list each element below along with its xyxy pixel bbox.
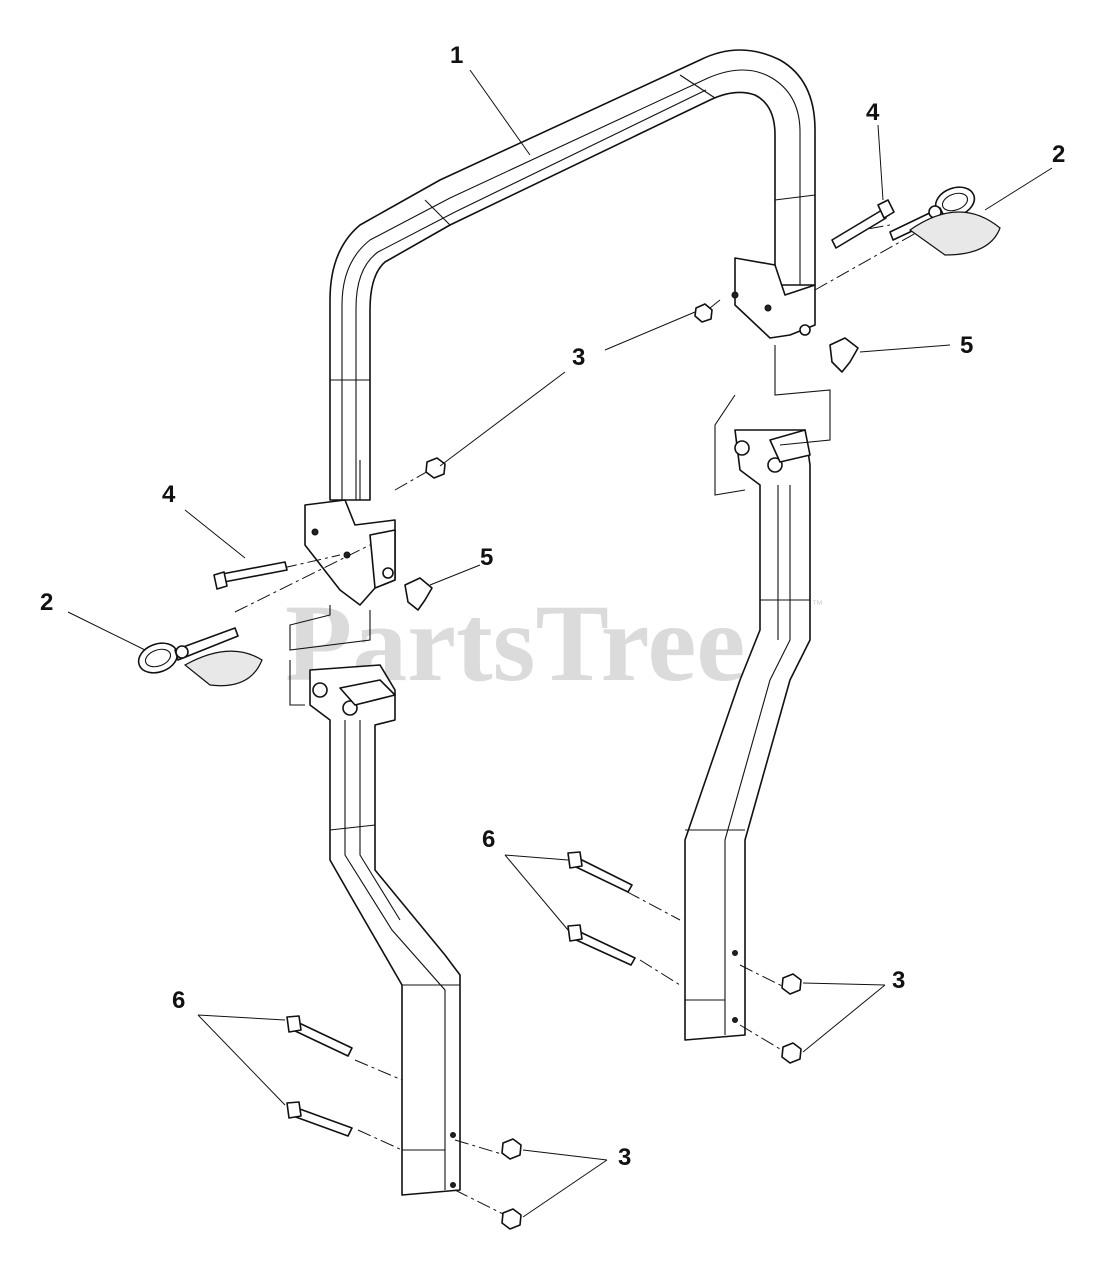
callout-3-left-lower: 3 (618, 1144, 631, 1171)
clevis-pin-left (213, 561, 288, 590)
nuts (425, 303, 802, 1230)
callout-2-left: 2 (40, 589, 53, 616)
callout-6-left: 6 (172, 987, 185, 1014)
bolts (286, 851, 636, 1137)
alignment-guides (234, 224, 931, 1216)
knob-right (799, 324, 859, 373)
callout-3-right-lower: 3 (892, 967, 905, 994)
hitch-pin-right (889, 186, 1001, 256)
callout-1: 1 (450, 42, 463, 69)
upper-roll-bar (304, 49, 816, 606)
knob-left (382, 567, 433, 611)
leader-lines (67, 69, 1053, 1218)
callout-2-right: 2 (1052, 141, 1065, 168)
callout-5-left: 5 (480, 544, 493, 571)
callouts: 1 2 2 3 3 3 3 4 4 5 5 6 6 (40, 42, 1065, 1171)
clevis-pin-right (831, 199, 895, 249)
hitch-pin-left (137, 627, 263, 687)
callout-3-upper: 3 (572, 344, 585, 371)
callout-5-right: 5 (960, 332, 973, 359)
callout-4-left: 4 (162, 481, 176, 508)
left-lower-upright (309, 664, 461, 1196)
callout-4-right: 4 (866, 99, 880, 126)
watermark-trademark: ™ (812, 599, 823, 611)
right-lower-upright (684, 429, 811, 1041)
callout-6-right: 6 (482, 826, 495, 853)
